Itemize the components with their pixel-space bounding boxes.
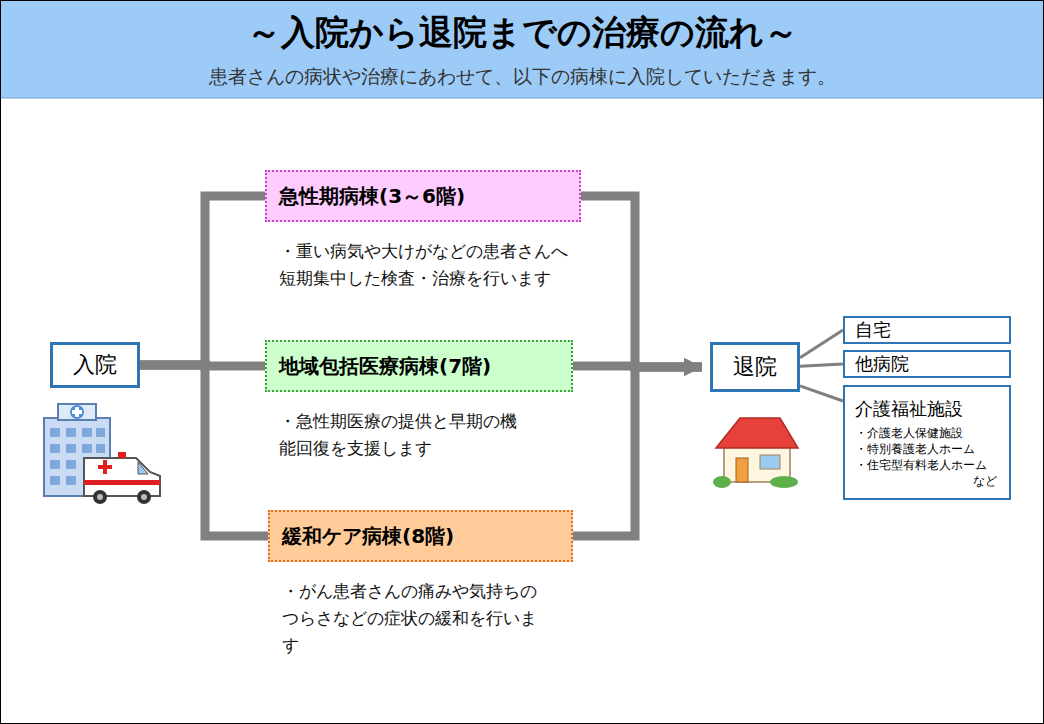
connector [140, 365, 268, 536]
destination-box: 他病院 [843, 350, 1011, 378]
ward-box: 急性期病棟(3～6階)・重い病気や大けがなどの患者さんへ 短期集中した検査・治療… [265, 170, 581, 222]
connector [581, 196, 702, 367]
title-bar-rule [0, 98, 1044, 99]
destination-box: 自宅 [843, 316, 1011, 344]
destination-box: 介護福祉施設・介護老人保健施設・特別養護老人ホーム・住宅型有料老人ホームなど [843, 385, 1011, 500]
ward-box: 地域包括医療病棟(7階)・急性期医療の提供と早期の機 能回復を支援します [265, 340, 573, 392]
box-note: ・介護老人保健施設 [855, 425, 963, 441]
box-label: 自宅 [855, 318, 891, 342]
box-note: ・特別養護老人ホーム [855, 441, 975, 457]
box-note: ・急性期医療の提供と早期の機 能回復を支援します [279, 408, 524, 462]
box-note: ・がん患者さんの痛みや気持ちの つらさなどの症状の緩和を行います [282, 578, 544, 659]
connector [800, 386, 843, 401]
connector [573, 367, 702, 536]
connector [800, 330, 843, 358]
title-bar [0, 0, 1044, 98]
box-note: ・住宅型有料老人ホーム [855, 457, 987, 473]
diagram-subtitle: 患者さんの病状や治療にあわせて、以下の病棟に入院していただきます。 [0, 64, 1044, 90]
box-label: 入院 [73, 350, 117, 380]
box-label: 地域包括医療病棟(7階) [279, 353, 491, 380]
diagram-title: ～入院から退院までの治療の流れ～ [0, 10, 1044, 56]
start-box: 入院 [50, 342, 140, 388]
ambulance-illustration [84, 452, 160, 504]
house-illustration [713, 418, 798, 488]
box-note: ・重い病気や大けがなどの患者さんへ 短期集中した検査・治療を行います [279, 238, 575, 292]
box-note: など [973, 473, 999, 489]
connector [800, 364, 843, 366]
ward-box: 緩和ケア病棟(8階)・がん患者さんの痛みや気持ちの つらさなどの症状の緩和を行い… [268, 510, 573, 562]
connector [140, 196, 265, 365]
box-label: 急性期病棟(3～6階) [279, 183, 465, 210]
box-label: 他病院 [855, 352, 909, 376]
box-label: 緩和ケア病棟(8階) [282, 523, 454, 550]
box-label: 退院 [733, 352, 777, 382]
box-label: 介護福祉施設 [855, 397, 963, 421]
end-box: 退院 [710, 342, 800, 392]
